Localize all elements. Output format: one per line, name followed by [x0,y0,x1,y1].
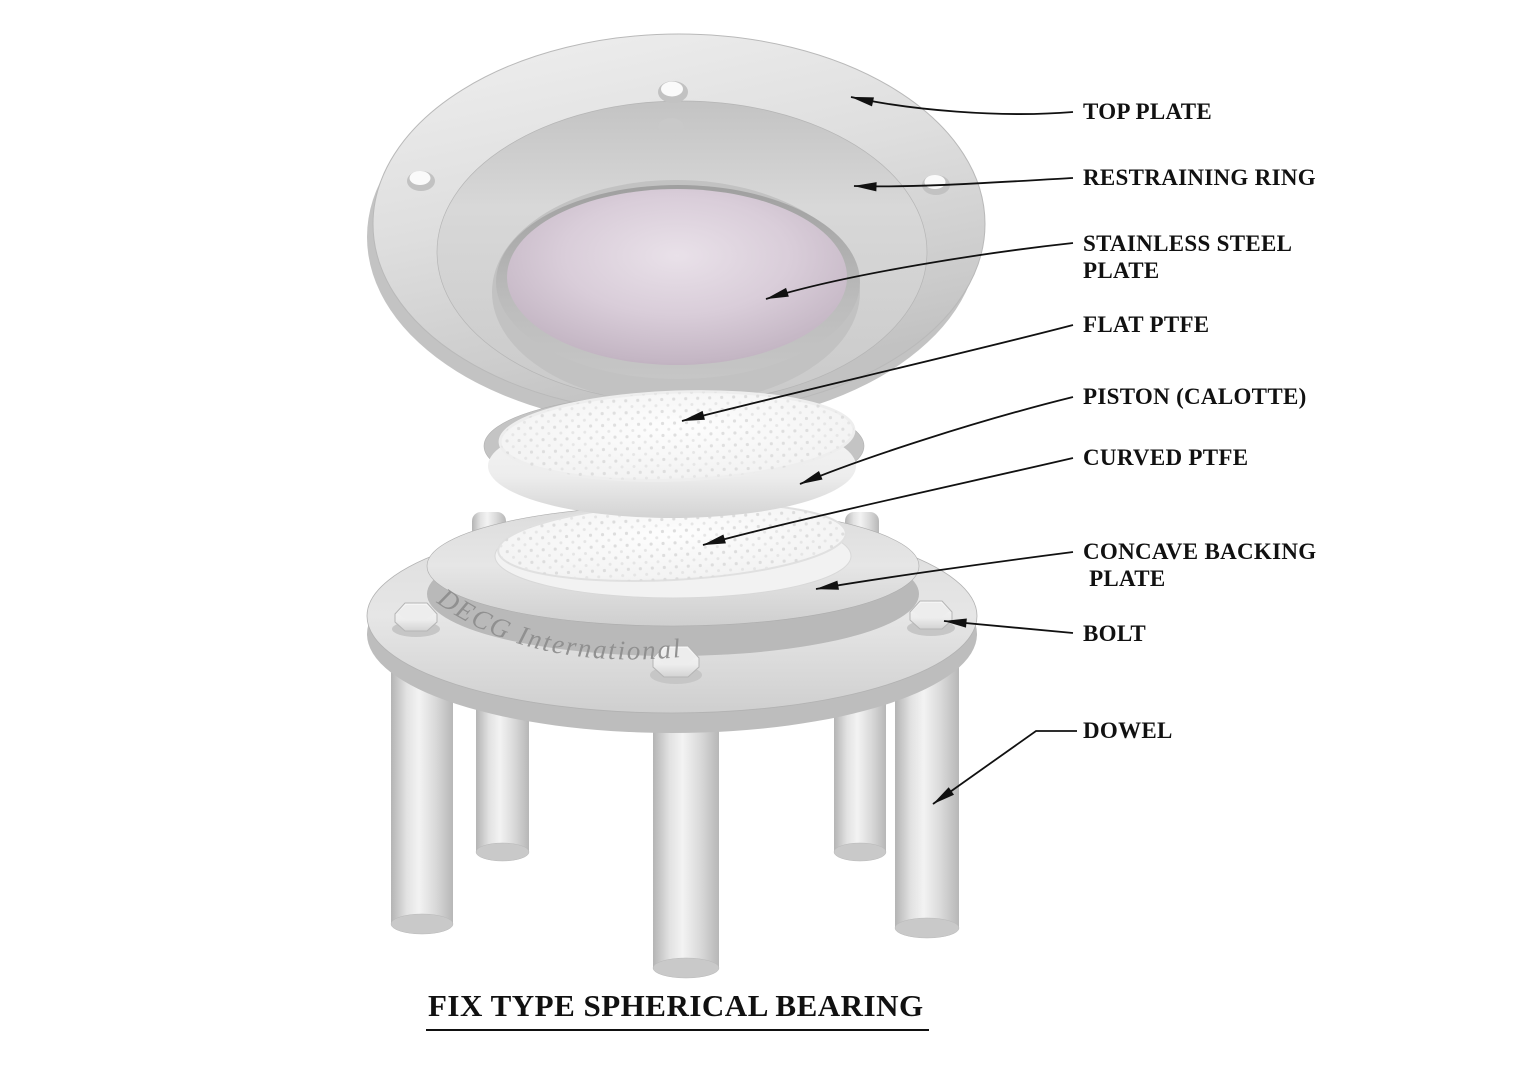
label-restraining-ring: RESTRAINING RING [1083,165,1316,190]
leader-bolt [943,618,1074,634]
leader-curved-ptfe [702,457,1074,546]
bolt-left [392,602,440,637]
label-bolt: BOLT [1083,621,1147,646]
leader-top-plate [850,96,1074,115]
top-plate-hole-left [407,171,435,191]
title-block: FIX TYPE SPHERICAL BEARING [426,988,929,1031]
curved-ptfe-shape [497,501,847,583]
bolt-right [907,600,955,636]
recessed-hole-shadow [658,118,684,136]
top-plate-hole-top [658,81,688,103]
label-flat-ptfe: FLAT PTFE [1083,312,1210,337]
piston-assembly [483,390,865,518]
flat-ptfe-surface [498,390,856,482]
leader-concave-backing-plate [815,551,1074,590]
leader-dowel [932,730,1077,805]
leader-piston [799,396,1074,485]
label-dowel: DOWEL [1083,718,1173,743]
label-top-plate: TOP PLATE [1083,99,1213,124]
label-stainless-steel-plate: STAINLESS STEEL PLATE [1083,231,1293,283]
leader-restraining-ring [853,177,1074,192]
figure-title: FIX TYPE SPHERICAL BEARING [426,988,929,1031]
leader-stainless-steel-plate [765,242,1074,300]
top-assembly [367,33,986,427]
label-concave-backing-plate: CONCAVE BACKING PLATE [1083,539,1317,591]
label-piston-calotte: PISTON (CALOTTE) [1083,384,1307,409]
leader-flat-ptfe [681,324,1074,422]
stainless-steel-plate-shape [507,189,847,365]
bolt-front [650,645,702,684]
label-curved-ptfe: CURVED PTFE [1083,445,1249,470]
lower-assembly: DECG International [366,501,978,979]
